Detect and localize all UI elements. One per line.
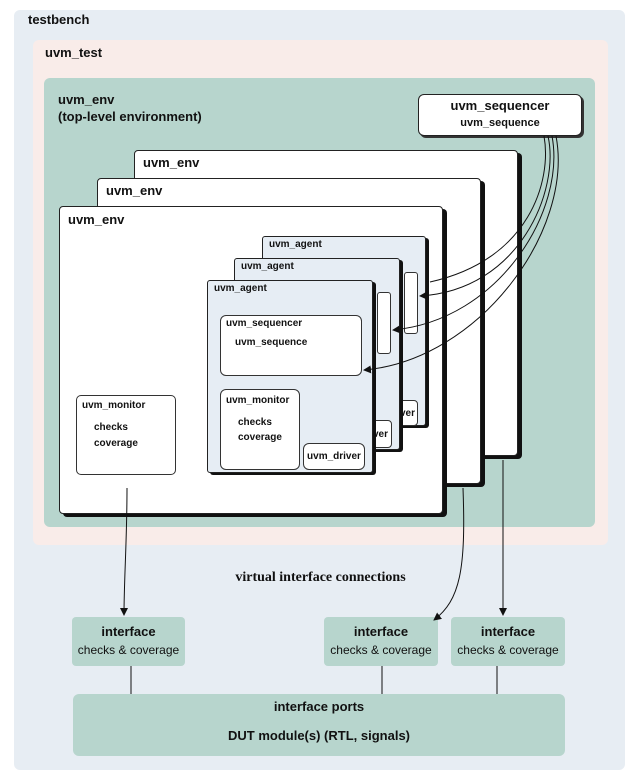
agent-panel-front-label: uvm_agent [214,283,267,294]
agent-monitor-coverage: coverage [238,432,282,443]
agent-sequencer-sequence: uvm_sequence [235,337,308,348]
top-sequencer-title: uvm_sequencer [450,98,550,113]
interface-box-1: interface checks & coverage [72,617,185,666]
agent-middle-sequencer-edge [377,292,391,354]
interface-2-desc: checks & coverage [330,643,432,657]
agent-monitor-title: uvm_monitor [226,395,290,406]
interface-ports-box: interface ports DUT module(s) (RTL, sign… [73,694,565,756]
uvm-test-label: uvm_test [45,45,103,60]
dut-module-label: DUT module(s) (RTL, signals) [228,728,410,743]
testbench-label: testbench [28,12,90,27]
env-monitor-title: uvm_monitor [82,400,146,411]
env-monitor-box: uvm_monitor checks coverage [76,395,176,475]
top-env-subtitle: (top-level environment) [58,109,202,124]
env-card-back-label: uvm_env [143,155,200,170]
interface-box-3: interface checks & coverage [451,617,565,666]
agent-driver-box: uvm_driver [303,443,365,470]
top-env-title: uvm_env [58,92,115,107]
agent-sequencer-title: uvm_sequencer [226,318,303,329]
env-card-middle-label: uvm_env [106,183,163,198]
agent-back-driver-edge: ver [398,400,418,426]
agent-back-sequencer-edge [404,272,418,334]
interface-ports-title: interface ports [273,699,365,714]
agent-monitor-checks: checks [238,417,272,428]
virtual-interface-connections-label: virtual interface connections [235,570,406,585]
interface-box-2: interface checks & coverage [324,617,438,666]
agent-panel-back-label: uvm_agent [269,239,322,250]
agent-panel-middle-label: uvm_agent [241,261,294,272]
interface-1-desc: checks & coverage [77,643,180,657]
agent-driver-label: uvm_driver [307,451,361,462]
agent-sequencer-box: uvm_sequencer uvm_sequence [220,315,362,376]
agent-monitor-box: uvm_monitor checks coverage [220,389,300,470]
agent-middle-driver-fragment: ver [373,429,389,440]
top-sequencer-box: uvm_sequencer uvm_sequence [418,94,582,136]
env-card-front-label: uvm_env [68,212,125,227]
interface-3-title: interface [480,624,536,639]
agent-back-driver-fragment: ver [400,408,416,419]
top-sequencer-sequence: uvm_sequence [460,117,540,129]
interface-3-desc: checks & coverage [457,643,559,657]
env-monitor-checks: checks [94,422,128,433]
env-monitor-coverage: coverage [94,438,138,449]
interface-1-title: interface [101,624,156,639]
agent-middle-driver-edge: ver [370,420,392,448]
interface-2-title: interface [353,624,409,639]
